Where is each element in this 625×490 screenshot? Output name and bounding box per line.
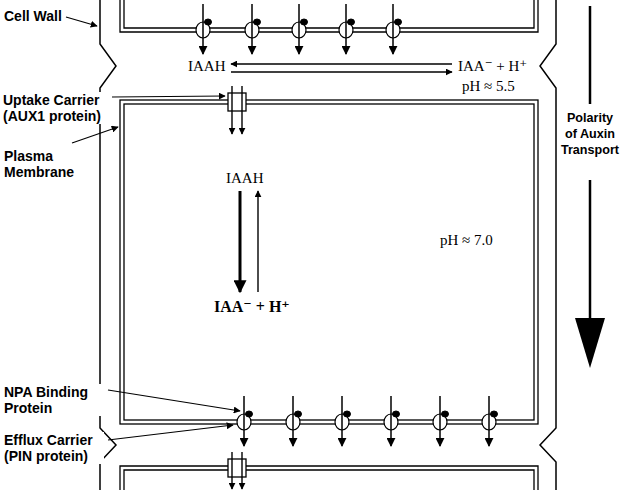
efflux-arrow [251, 4, 253, 54]
equilibrium-arrows [231, 64, 452, 292]
uptake-arrow [231, 86, 232, 134]
molecule-label: IAA⁻ + H⁺ [214, 298, 290, 315]
carrier-label: Efflux Carrier (PIN protein) [4, 432, 104, 464]
leader-line [108, 390, 240, 411]
molecule-label: IAAH [226, 170, 264, 187]
efflux-carriers-top [196, 4, 402, 54]
plasma-membranes [120, 0, 538, 490]
polarity-arrow [575, 6, 605, 368]
npa-binding-protein [393, 411, 400, 417]
efflux-carriers-bottom [237, 396, 498, 446]
efflux-arrow [392, 4, 394, 54]
leader-line [66, 17, 97, 26]
npa-binding-protein [344, 411, 351, 417]
carrier-label: Uptake Carrier (AUX1 protein) [3, 92, 107, 124]
membrane-label: Plasma Membrane [4, 148, 84, 180]
efflux-arrow [243, 396, 245, 446]
efflux-arrow [390, 396, 392, 446]
equilibrium-arrow [231, 63, 452, 64]
npa-binding-protein [348, 19, 355, 25]
molecule-label: IAA⁻ + H⁺ [458, 58, 527, 75]
efflux-arrow [298, 4, 300, 54]
npa-binding-protein [301, 19, 308, 25]
uptake-carrier [228, 459, 246, 477]
uptake-arrow [241, 452, 242, 489]
leader-line [72, 127, 118, 143]
npa-binding-protein [442, 411, 449, 417]
npa-binding-protein [246, 411, 253, 417]
polarity-arrow-shaft [589, 6, 592, 104]
wall-label: Cell Wall [4, 8, 62, 24]
uptake-carrier [228, 93, 246, 111]
leader-lines [66, 17, 240, 440]
uptake-carriers [228, 86, 246, 489]
npa-binding-protein [295, 411, 302, 417]
polarity-label: Polarity of Auxin Transport [561, 110, 619, 158]
molecule-label: IAAH [188, 58, 226, 75]
npa-binding-protein [254, 19, 261, 25]
equilibrium-arrow [239, 191, 242, 292]
efflux-arrow [292, 396, 294, 446]
ph-label: pH ≈ 5.5 [462, 78, 515, 95]
polarity-arrow-shaft [589, 180, 592, 320]
leader-line [112, 96, 225, 97]
equilibrium-arrow [257, 191, 258, 292]
efflux-arrow [488, 396, 490, 446]
equilibrium-arrow [231, 71, 452, 72]
polarity-arrow-head [575, 318, 605, 368]
ph-label: pH ≈ 7.0 [440, 232, 493, 249]
cell-interior: IAAH pH ≈ 7.0IAA⁻ + H⁺ [120, 100, 538, 424]
npa-binding-protein [205, 19, 212, 25]
cell-wall [540, 0, 556, 490]
plasma-membrane [120, 100, 538, 424]
leader-line [108, 425, 233, 440]
uptake-arrow [231, 452, 232, 489]
efflux-arrow [202, 4, 204, 54]
protein-label: NPA Binding Protein [4, 384, 104, 416]
npa-binding-protein [491, 411, 498, 417]
plasma-membrane [120, 466, 538, 490]
efflux-arrow [341, 396, 343, 446]
plasma-membrane [124, 104, 534, 420]
efflux-arrow [439, 396, 441, 446]
cell-wall [100, 0, 116, 490]
plasma-membrane [120, 0, 538, 32]
efflux-arrow [345, 4, 347, 54]
uptake-arrow [241, 86, 242, 134]
npa-binding-protein [395, 19, 402, 25]
cell-walls [100, 0, 556, 490]
